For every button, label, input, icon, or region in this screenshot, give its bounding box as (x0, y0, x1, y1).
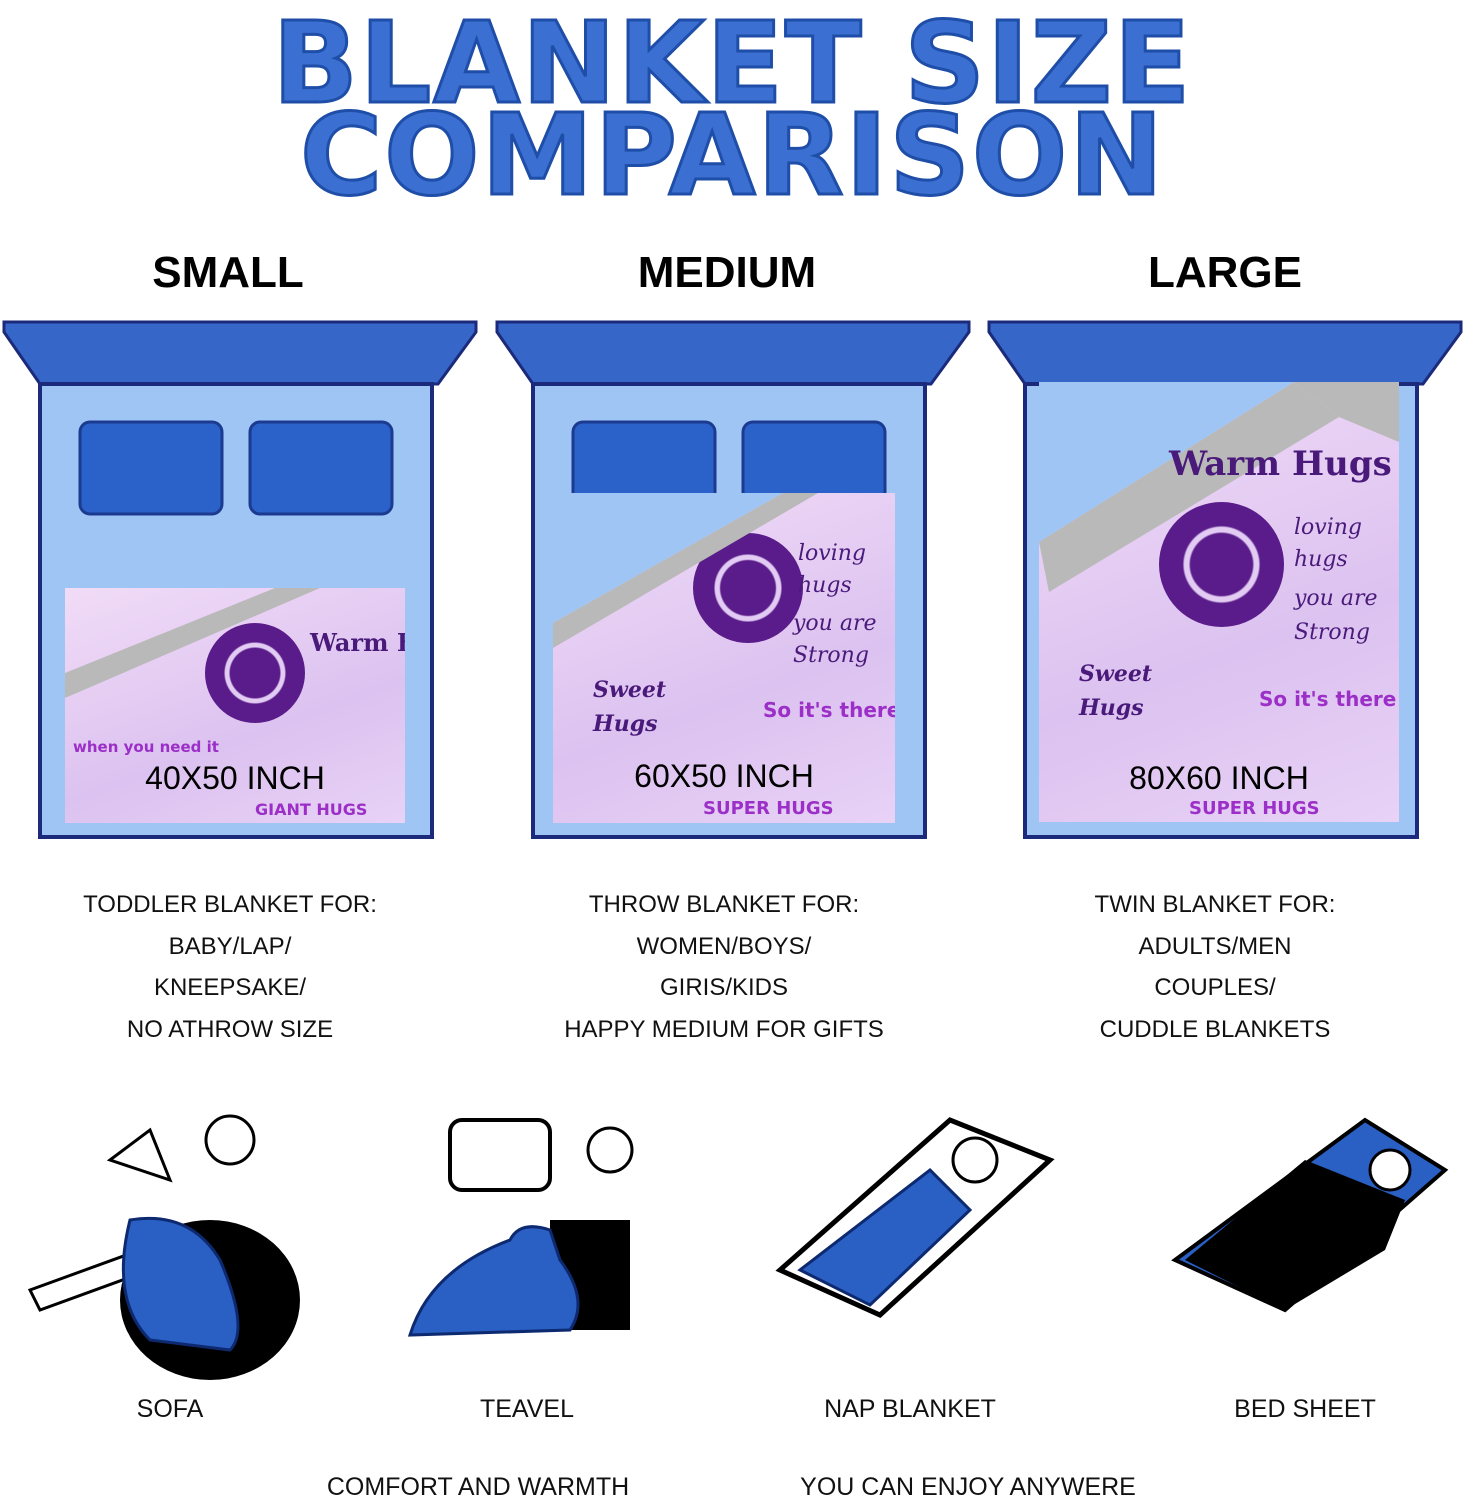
size-label-medium: MEDIUM (637, 248, 817, 297)
blanket-fold (65, 588, 320, 698)
pattern-text: loving hugs (1294, 515, 1362, 572)
use-label-bed-sheet: BED SHEET (1234, 1395, 1376, 1423)
description-line: GIRIS/KIDS (659, 974, 789, 1001)
pattern-text: SUPER HUGS (1189, 798, 1320, 819)
title-line-1: BLANKET SIZE (271, 0, 1193, 129)
nap-blanket-illustration (775, 1117, 1055, 1318)
pattern-text: when you need it (73, 738, 219, 756)
bed-small: Warm Hugs when you need it GIANT HUGS 40… (2, 318, 482, 843)
pattern-text: So it's there (1259, 687, 1397, 711)
pattern-text: So it's there (763, 698, 895, 722)
use-label-travel: TEAVEL (479, 1395, 575, 1423)
use-label-nap: NAP BLANKET (824, 1395, 996, 1423)
blanket-medium: loving hugs you are Strong Sweet Hugs So… (553, 493, 895, 823)
blanket-fold (553, 493, 818, 648)
sunflower-icon (1159, 502, 1284, 627)
size-label-large: LARGE (1148, 248, 1302, 297)
sunflower-icon (205, 623, 305, 723)
size-dimensions: 60X50 INCH (634, 758, 814, 794)
blanket-large: Warm Hugs loving hugs you are Strong Swe… (1039, 382, 1399, 822)
description-line: HAPPY MEDIUM FOR GIFTS (564, 1015, 884, 1043)
pattern-text: Warm Hugs (310, 628, 405, 657)
description-line: BABY/LAP/ (168, 932, 292, 960)
pattern-text: Sweet Hugs (593, 677, 666, 737)
description-line: NO ATHROW SIZE (126, 1015, 334, 1043)
pattern-text: Sweet Hugs (1079, 661, 1152, 721)
pattern-text: you are Strong (1294, 586, 1378, 645)
size-dimensions: 40X50 INCH (145, 760, 325, 796)
title-line-2: COMPARISON (299, 91, 1165, 221)
pattern-text: loving hugs (798, 541, 866, 598)
pattern-text: SUPER HUGS (703, 798, 834, 819)
description-line: KNEEPSAKE/ (153, 974, 307, 1001)
travel-illustration (407, 1118, 634, 1337)
size-dimensions: 80X60 INCH (1129, 760, 1309, 796)
footer-right: YOU CAN ENJOY ANYWERE (800, 1473, 1136, 1501)
description-small: TODDLER BLANKET FOR: BABY/LAP/KNEEPSAKE/N… (0, 884, 460, 1050)
bed-medium: loving hugs you are Strong Sweet Hugs So… (495, 318, 975, 843)
description-line: COUPLES/ (1154, 974, 1276, 1001)
bed-sheet-illustration (1171, 1117, 1449, 1313)
description-line: TWIN BLANKET FOR: (1094, 891, 1336, 918)
description-large: TWIN BLANKET FOR: ADULTS/MEN COUPLES/CUDDL… (985, 884, 1445, 1050)
description-line: THROW BLANKET FOR: (588, 891, 860, 918)
blanket-small: Warm Hugs when you need it GIANT HUGS 40… (65, 588, 405, 823)
blanket-fold (1039, 382, 1399, 592)
description-medium: THROW BLANKET FOR: WOMEN/BOYS/GIRIS/KIDS H… (494, 884, 954, 1050)
bed-large: Warm Hugs loving hugs you are Strong Swe… (987, 318, 1465, 843)
pattern-text: you are Strong (793, 611, 877, 668)
size-label-small: SMALL (152, 248, 304, 297)
use-label-sofa: SOFA (136, 1395, 204, 1423)
description-line: TODDLER BLANKET FOR: (83, 891, 377, 918)
sofa-illustration (27, 1114, 300, 1380)
pattern-text: Warm Hugs (1169, 444, 1392, 484)
footer-left: COMFORT AND WARMTH (326, 1473, 630, 1501)
description-line: ADULTS/MEN (1138, 932, 1292, 960)
description-line: WOMEN/BOYS/ (636, 932, 812, 960)
description-line: CUDDLE BLANKETS (1099, 1015, 1331, 1043)
pattern-text: GIANT HUGS (255, 800, 368, 819)
